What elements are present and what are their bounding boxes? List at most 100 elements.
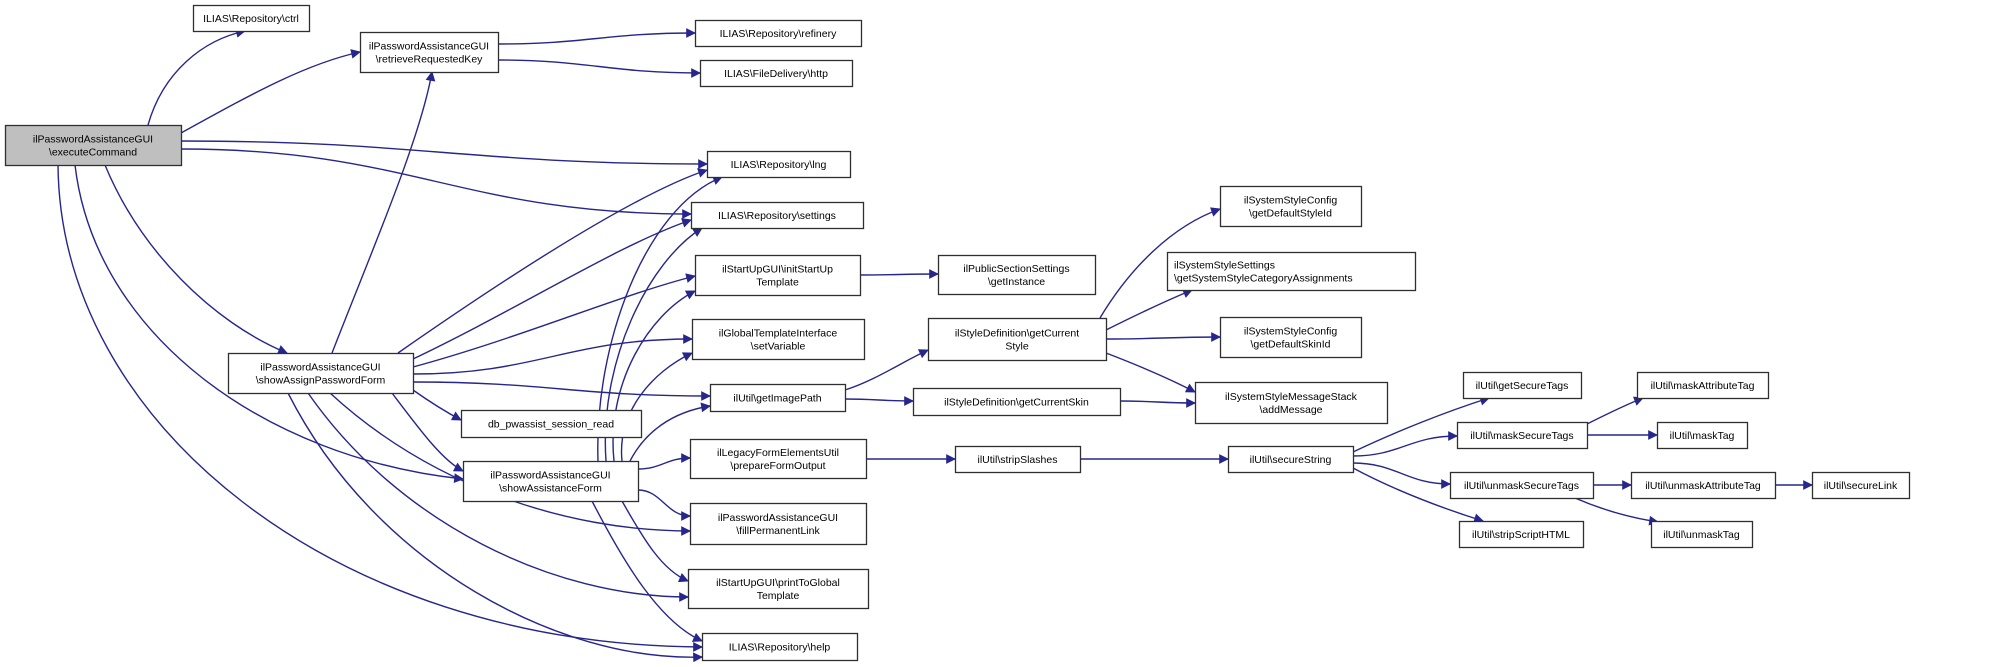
node-stripScriptHTML[interactable]: ilUtil\stripScriptHTML [1458, 520, 1585, 549]
node-unmaskTag[interactable]: ilUtil\unmaskTag [1650, 520, 1754, 549]
node-label-addMessage: ilSystemStyleMessageStack\addMessage [1225, 391, 1358, 416]
node-unmaskSecureTags[interactable]: ilUtil\unmaskSecureTags [1449, 471, 1595, 500]
node-label-secureString: ilUtil\secureString [1250, 454, 1332, 466]
node-lng[interactable]: ILIAS\Repository\lng [706, 150, 852, 179]
node-label-prepare: ilLegacyFormElementsUtil\prepareFormOutp… [717, 447, 839, 472]
node-getSecureTags[interactable]: ilUtil\getSecureTags [1462, 371, 1583, 400]
node-fill[interactable]: ilPasswordAssistanceGUI\fillPermanentLin… [689, 502, 868, 546]
node-label-stripScriptHTML: ilUtil\stripScriptHTML [1472, 529, 1570, 541]
node-secureString[interactable]: ilUtil\secureString [1227, 445, 1355, 474]
node-label-showAssign: ilPasswordAssistanceGUI\showAssignPasswo… [256, 362, 386, 387]
node-label-retrieve: ilPasswordAssistanceGUI\retrieveRequeste… [369, 41, 489, 66]
edge-showAssign-setVariable [412, 334, 693, 375]
node-label-unmaskSecureTags: ilUtil\unmaskSecureTags [1464, 480, 1579, 492]
node-label-help: ILIAS\Repository\help [729, 642, 831, 654]
node-settings[interactable]: ILIAS\Repository\settings [690, 201, 865, 230]
edge-showAssign-retrieve [331, 71, 436, 354]
edge-showAssistance-fill [637, 489, 691, 521]
node-secureLink[interactable]: ilUtil\secureLink [1811, 471, 1911, 500]
edge-showAssistance-setVariable [620, 352, 693, 462]
edge-secureString-stripScriptHTML [1352, 467, 1484, 524]
node-label-getSysCat: ilSystemStyleSettings\getSystemStyleCate… [1174, 260, 1353, 285]
edge-exec-lng [180, 140, 708, 169]
node-label-maskSecureTags: ilUtil\maskSecureTags [1470, 430, 1573, 442]
node-label-secureLink: ilUtil\secureLink [1824, 480, 1898, 492]
node-getInstance[interactable]: ilPublicSectionSettings\getInstance [937, 254, 1097, 296]
node-retrieve[interactable]: ilPasswordAssistanceGUI\retrieveRequeste… [359, 31, 500, 74]
edge-exec-retrieve [180, 49, 361, 134]
edge-showAssistance-print [621, 500, 689, 583]
node-label-unmaskTag: ilUtil\unmaskTag [1663, 529, 1740, 541]
node-maskTag[interactable]: ilUtil\maskTag [1656, 421, 1749, 450]
edge-exec-showAssistance [74, 164, 464, 483]
node-getSysCat[interactable]: ilSystemStyleSettings\getSystemStyleCate… [1166, 251, 1417, 292]
node-unmaskAttributeTag[interactable]: ilUtil\unmaskAttributeTag [1630, 471, 1777, 500]
node-getDefaultStyleId[interactable]: ilSystemStyleConfig\getDefaultStyleId [1219, 185, 1363, 228]
edge-getImagePath-getCurrentSkin [844, 396, 914, 406]
edge-exec-settings [180, 148, 692, 219]
edge-maskSecureTags-maskAttributeTag [1586, 396, 1644, 425]
edge-secureString-maskSecureTags [1352, 431, 1458, 457]
node-label-fill: ilPasswordAssistanceGUI\fillPermanentLin… [718, 512, 838, 537]
node-prepare[interactable]: ilLegacyFormElementsUtil\prepareFormOutp… [689, 438, 868, 480]
node-db[interactable]: db_pwassist_session_read [460, 409, 643, 439]
edge-getCurrentStyle-addMessage [1105, 352, 1196, 393]
edge-showAssign-db [412, 389, 462, 421]
node-label-getDefaultStyleId: ilSystemStyleConfig\getDefaultStyleId [1244, 195, 1338, 220]
node-setVariable[interactable]: ilGlobalTemplateInterface\setVariable [691, 318, 866, 361]
node-label-exec: ilPasswordAssistanceGUI\executeCommand [33, 134, 153, 159]
node-getDefaultSkinId[interactable]: ilSystemStyleConfig\getDefaultSkinId [1219, 316, 1363, 359]
node-label-getInstance: ilPublicSectionSettings\getInstance [963, 263, 1069, 288]
node-getCurrentSkin[interactable]: ilStyleDefinition\getCurrentSkin [912, 387, 1122, 417]
node-maskSecureTags[interactable]: ilUtil\maskSecureTags [1456, 421, 1589, 450]
node-label-http: ILIAS\FileDelivery\http [724, 68, 828, 80]
edge-getImagePath-getCurrentStyle [844, 349, 929, 391]
node-label-showAssistance: ilPasswordAssistanceGUI\showAssistanceFo… [490, 470, 610, 495]
node-label-getSecureTags: ilUtil\getSecureTags [1476, 380, 1569, 392]
edge-secureString-getSecureTags [1352, 396, 1490, 453]
edge-retrieve-http [497, 59, 701, 78]
node-label-refinery: ILIAS\Repository\refinery [720, 28, 837, 40]
edge-showAssistance-help [591, 500, 703, 642]
node-getImagePath[interactable]: ilUtil\getImagePath [709, 383, 847, 413]
node-maskAttributeTag[interactable]: ilUtil\maskAttributeTag [1636, 371, 1770, 400]
edge-showAssign-print [307, 392, 689, 602]
edge-getCurrentSkin-addMessage [1119, 398, 1196, 408]
edge-getCurrentStyle-getSysCat [1105, 288, 1193, 331]
node-label-maskAttributeTag: ilUtil\maskAttributeTag [1651, 380, 1755, 392]
node-label-stripSlashes: ilUtil\stripSlashes [978, 454, 1058, 466]
edge-showAssign-lng [397, 168, 708, 354]
node-showAssign[interactable]: ilPasswordAssistanceGUI\showAssignPasswo… [227, 352, 415, 395]
edge-showAssistance-prepare [637, 453, 691, 470]
node-refinery[interactable]: ILIAS\Repository\refinery [694, 19, 863, 48]
node-stripSlashes[interactable]: ilUtil\stripSlashes [954, 445, 1082, 474]
edge-showAssistance-getImagePath [629, 402, 711, 462]
edge-getCurrentStyle-getDefaultSkinId [1105, 332, 1221, 342]
edge-showAssign-settings [412, 218, 692, 360]
node-addMessage[interactable]: ilSystemStyleMessageStack\addMessage [1194, 381, 1389, 425]
node-http[interactable]: ILIAS\FileDelivery\http [699, 59, 854, 88]
edge-unmaskSecureTags-unmaskTag [1574, 497, 1659, 526]
node-help[interactable]: ILIAS\Repository\help [701, 632, 859, 662]
edge-exec-help [57, 164, 703, 652]
node-label-getDefaultSkinId: ilSystemStyleConfig\getDefaultSkinId [1244, 326, 1338, 351]
edge-showAssign-help [287, 392, 703, 663]
edge-getCurrentStyle-getDefaultStyleId [1099, 207, 1221, 319]
edge-exec-ctrl [147, 28, 246, 126]
node-label-maskTag: ilUtil\maskTag [1670, 430, 1735, 442]
edge-showAssign-initStartUp [412, 273, 696, 368]
node-label-getImagePath: ilUtil\getImagePath [733, 393, 821, 405]
node-label-settings: ILIAS\Repository\settings [718, 210, 836, 222]
node-showAssistance[interactable]: ilPasswordAssistanceGUI\showAssistanceFo… [462, 460, 640, 503]
node-ctrl[interactable]: ILIAS\Repository\ctrl [192, 4, 311, 33]
node-label-unmaskAttributeTag: ilUtil\unmaskAttributeTag [1645, 480, 1761, 492]
node-exec[interactable]: ilPasswordAssistanceGUI\executeCommand [4, 124, 183, 167]
node-label-setVariable: ilGlobalTemplateInterface\setVariable [719, 328, 838, 353]
